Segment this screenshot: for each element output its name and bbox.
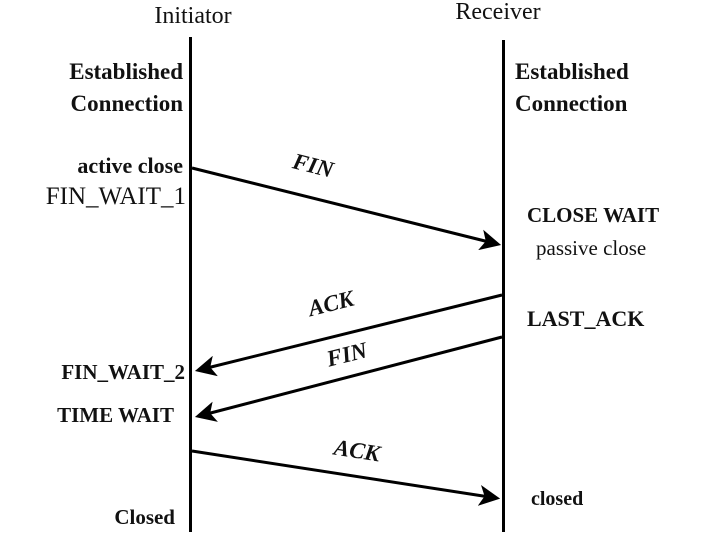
established-line2: Connection — [70, 91, 183, 116]
fin-arrow-1 — [191, 166, 502, 251]
established-line1: Established — [69, 59, 183, 84]
receiver-established-label: Established Connection — [515, 56, 629, 120]
close-wait-label: CLOSE WAIT — [527, 203, 660, 227]
active-close-label: active close — [77, 153, 183, 178]
initiator-title: Initiator — [154, 3, 232, 29]
last-ack-label: LAST_ACK — [527, 306, 645, 331]
ack-arrow-1 — [194, 293, 503, 377]
fin-arrow-2 — [194, 335, 503, 422]
fin-wait-2-label: FIN_WAIT_2 — [61, 360, 185, 384]
fin-wait-1-label: FIN_WAIT_1 — [45, 183, 186, 210]
time-wait-label: TIME WAIT — [57, 403, 174, 427]
passive-close-label: passive close — [536, 236, 647, 260]
established-line2: Connection — [515, 91, 628, 116]
ack-arrow-2 — [191, 449, 501, 506]
established-line1: Established — [515, 59, 629, 84]
initiator-established-label: Established Connection — [69, 56, 183, 120]
receiver-title: Receiver — [455, 0, 541, 25]
closed-receiver-label: closed — [531, 488, 584, 510]
closed-initiator-label: Closed — [114, 505, 175, 529]
